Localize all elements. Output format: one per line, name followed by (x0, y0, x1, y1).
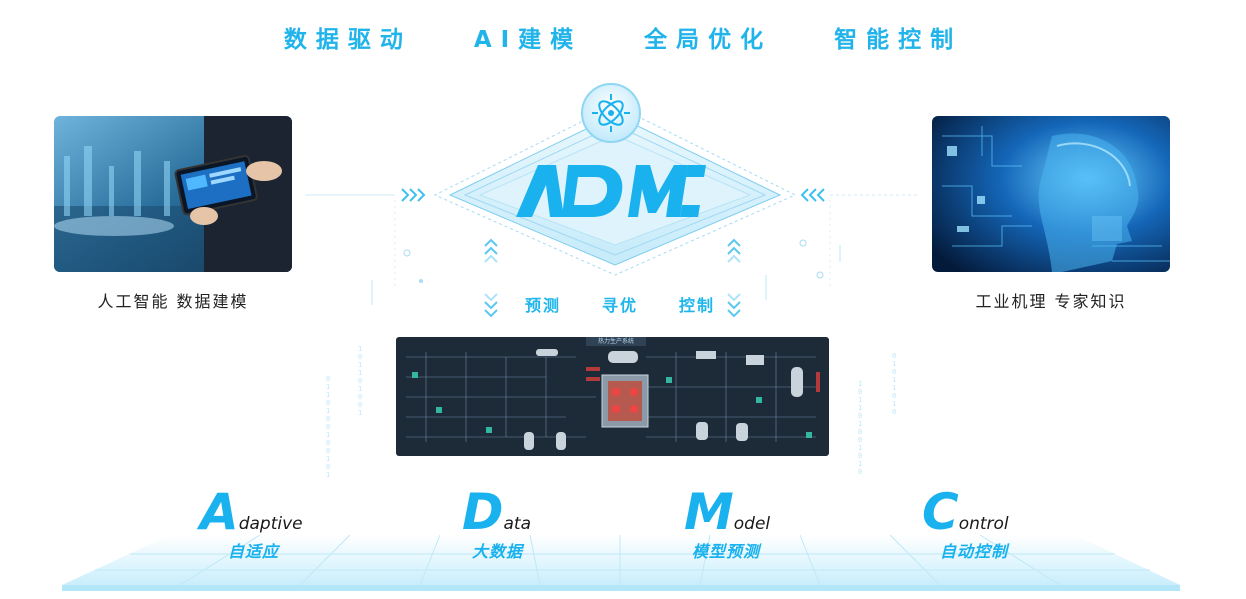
pillar-rest-data: ata (503, 514, 532, 534)
ai-tablet-photo (54, 116, 292, 272)
pillar-rest-model: odel (733, 514, 771, 534)
pillar-cn-adaptive: 自适应 (228, 542, 280, 561)
arrow-up-down-right-icon (727, 238, 741, 318)
pillar-letter-c: C (922, 483, 959, 541)
screen-title: 热力生产系统 (586, 337, 646, 346)
pillar-letter-d: D (462, 483, 503, 541)
double-arrow-left-icon (800, 188, 825, 202)
admc-logo (516, 163, 706, 219)
arrow-up-down-left-icon (484, 238, 498, 318)
pillar-letter-m: M (684, 483, 734, 541)
pillar-letter-a: A (200, 483, 239, 541)
caption-optimize: 寻优 (601, 296, 638, 315)
pillar-rest-control: ontrol (958, 514, 1009, 534)
ai-head-photo (932, 116, 1170, 272)
tagline-global-optimization: 全局优化 (644, 27, 773, 53)
pillar-cn-model: 模型预测 (692, 542, 761, 561)
light-floor (62, 534, 1180, 591)
process-monitor-screen: 热力生产系统 (396, 337, 829, 456)
tagline-intelligent-control: 智能控制 (834, 27, 963, 53)
center-caption-row: 预测 寻优 控制 (525, 292, 715, 316)
double-arrow-right-icon (401, 188, 426, 202)
pillar-rest-adaptive: daptive (238, 514, 303, 534)
network-hub-icon (580, 82, 642, 144)
tagline-data-driven: 数据驱动 (283, 27, 412, 53)
tagline-ai-modeling: AI建模 (473, 27, 583, 53)
pillar-cn-data: 大数据 (472, 542, 524, 561)
caption-control: 控制 (678, 296, 715, 315)
left-caption: 人工智能 数据建模 (97, 292, 249, 311)
right-caption: 工业机理 专家知识 (975, 292, 1127, 311)
pillar-cn-control: 自动控制 (940, 542, 1009, 561)
caption-predict: 预测 (525, 296, 562, 315)
tagline-row: 数据驱动 AI建模 全局优化 智能控制 (0, 20, 1246, 60)
